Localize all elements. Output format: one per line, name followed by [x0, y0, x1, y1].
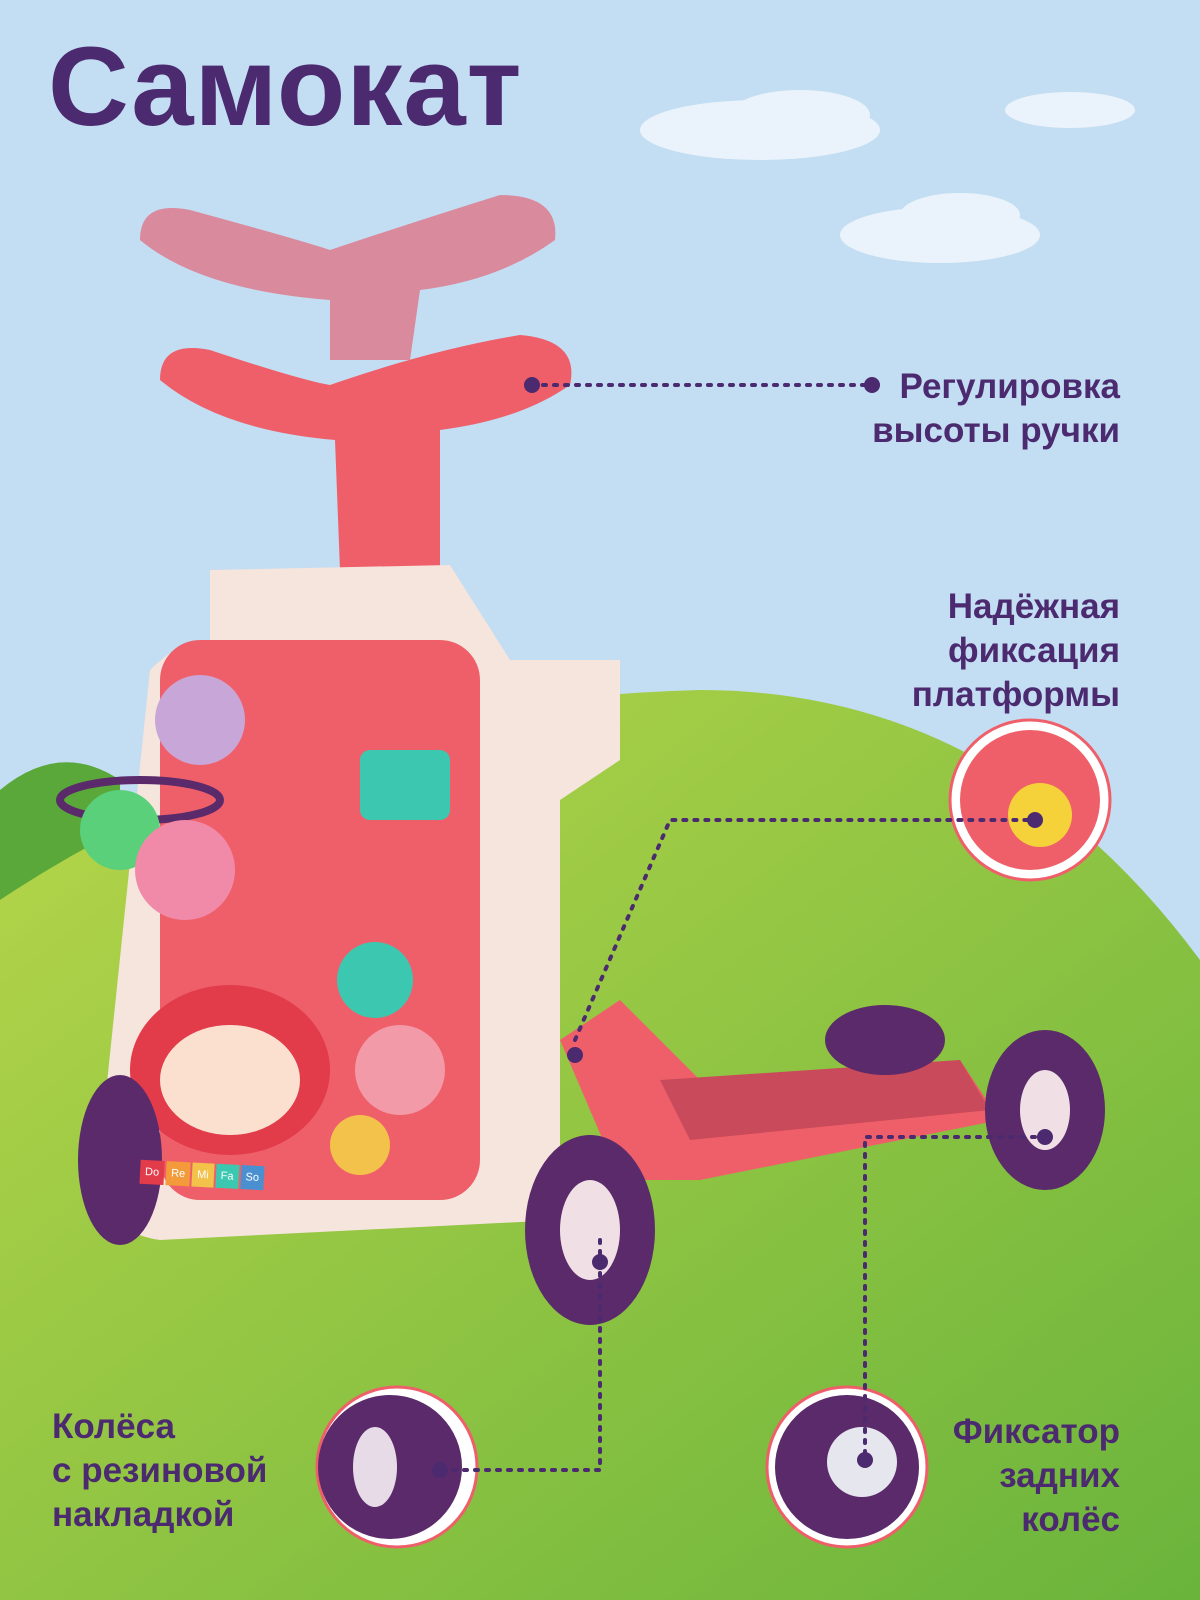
callout-text: Фиксатор — [952, 1412, 1120, 1451]
piano-key: Mi — [191, 1162, 215, 1188]
ball-pink — [135, 820, 235, 920]
deck — [660, 1060, 990, 1140]
callout-text: фиксация — [947, 631, 1120, 670]
basketball — [155, 675, 245, 765]
callout-text: Колёса — [52, 1407, 175, 1446]
camera-toy — [360, 750, 450, 820]
callout-text: платформы — [911, 675, 1120, 714]
platform-lock-detail — [948, 718, 1112, 882]
piano-key: So — [239, 1165, 265, 1191]
callout-text: накладкой — [52, 1495, 235, 1534]
piano-key: Re — [165, 1161, 191, 1187]
callout-text: Надёжная — [947, 587, 1120, 626]
callout-handle: Регулировка высоты ручки — [872, 365, 1120, 453]
callout-rear-lock: Фиксатор задних колёс — [953, 1410, 1120, 1542]
callout-text: высоты ручки — [872, 411, 1120, 450]
callout-text: с резиновой — [52, 1451, 268, 1490]
leader-dot — [432, 377, 1053, 1478]
callout-text: Регулировка — [899, 367, 1120, 406]
callout-text: колёс — [1021, 1500, 1120, 1539]
gear-green — [337, 942, 413, 1018]
gear-pink — [355, 1025, 445, 1115]
callout-wheels: Колёса с резиновой накладкой — [52, 1405, 267, 1537]
wheel-detail — [315, 1385, 479, 1549]
cloud — [640, 90, 1135, 263]
piano-key: Do — [139, 1159, 165, 1185]
handle-back — [140, 195, 556, 360]
leader-line — [438, 383, 1047, 1472]
rear-lock-detail — [765, 1385, 929, 1549]
gear-yellow — [330, 1115, 390, 1175]
callout-platform: Надёжная фиксация платформы — [912, 585, 1120, 717]
piano-key: Fa — [215, 1163, 240, 1189]
wheel — [78, 1005, 1105, 1325]
callout-text: задних — [999, 1456, 1120, 1495]
handle — [160, 335, 572, 570]
page-title: Самокат — [48, 24, 523, 149]
